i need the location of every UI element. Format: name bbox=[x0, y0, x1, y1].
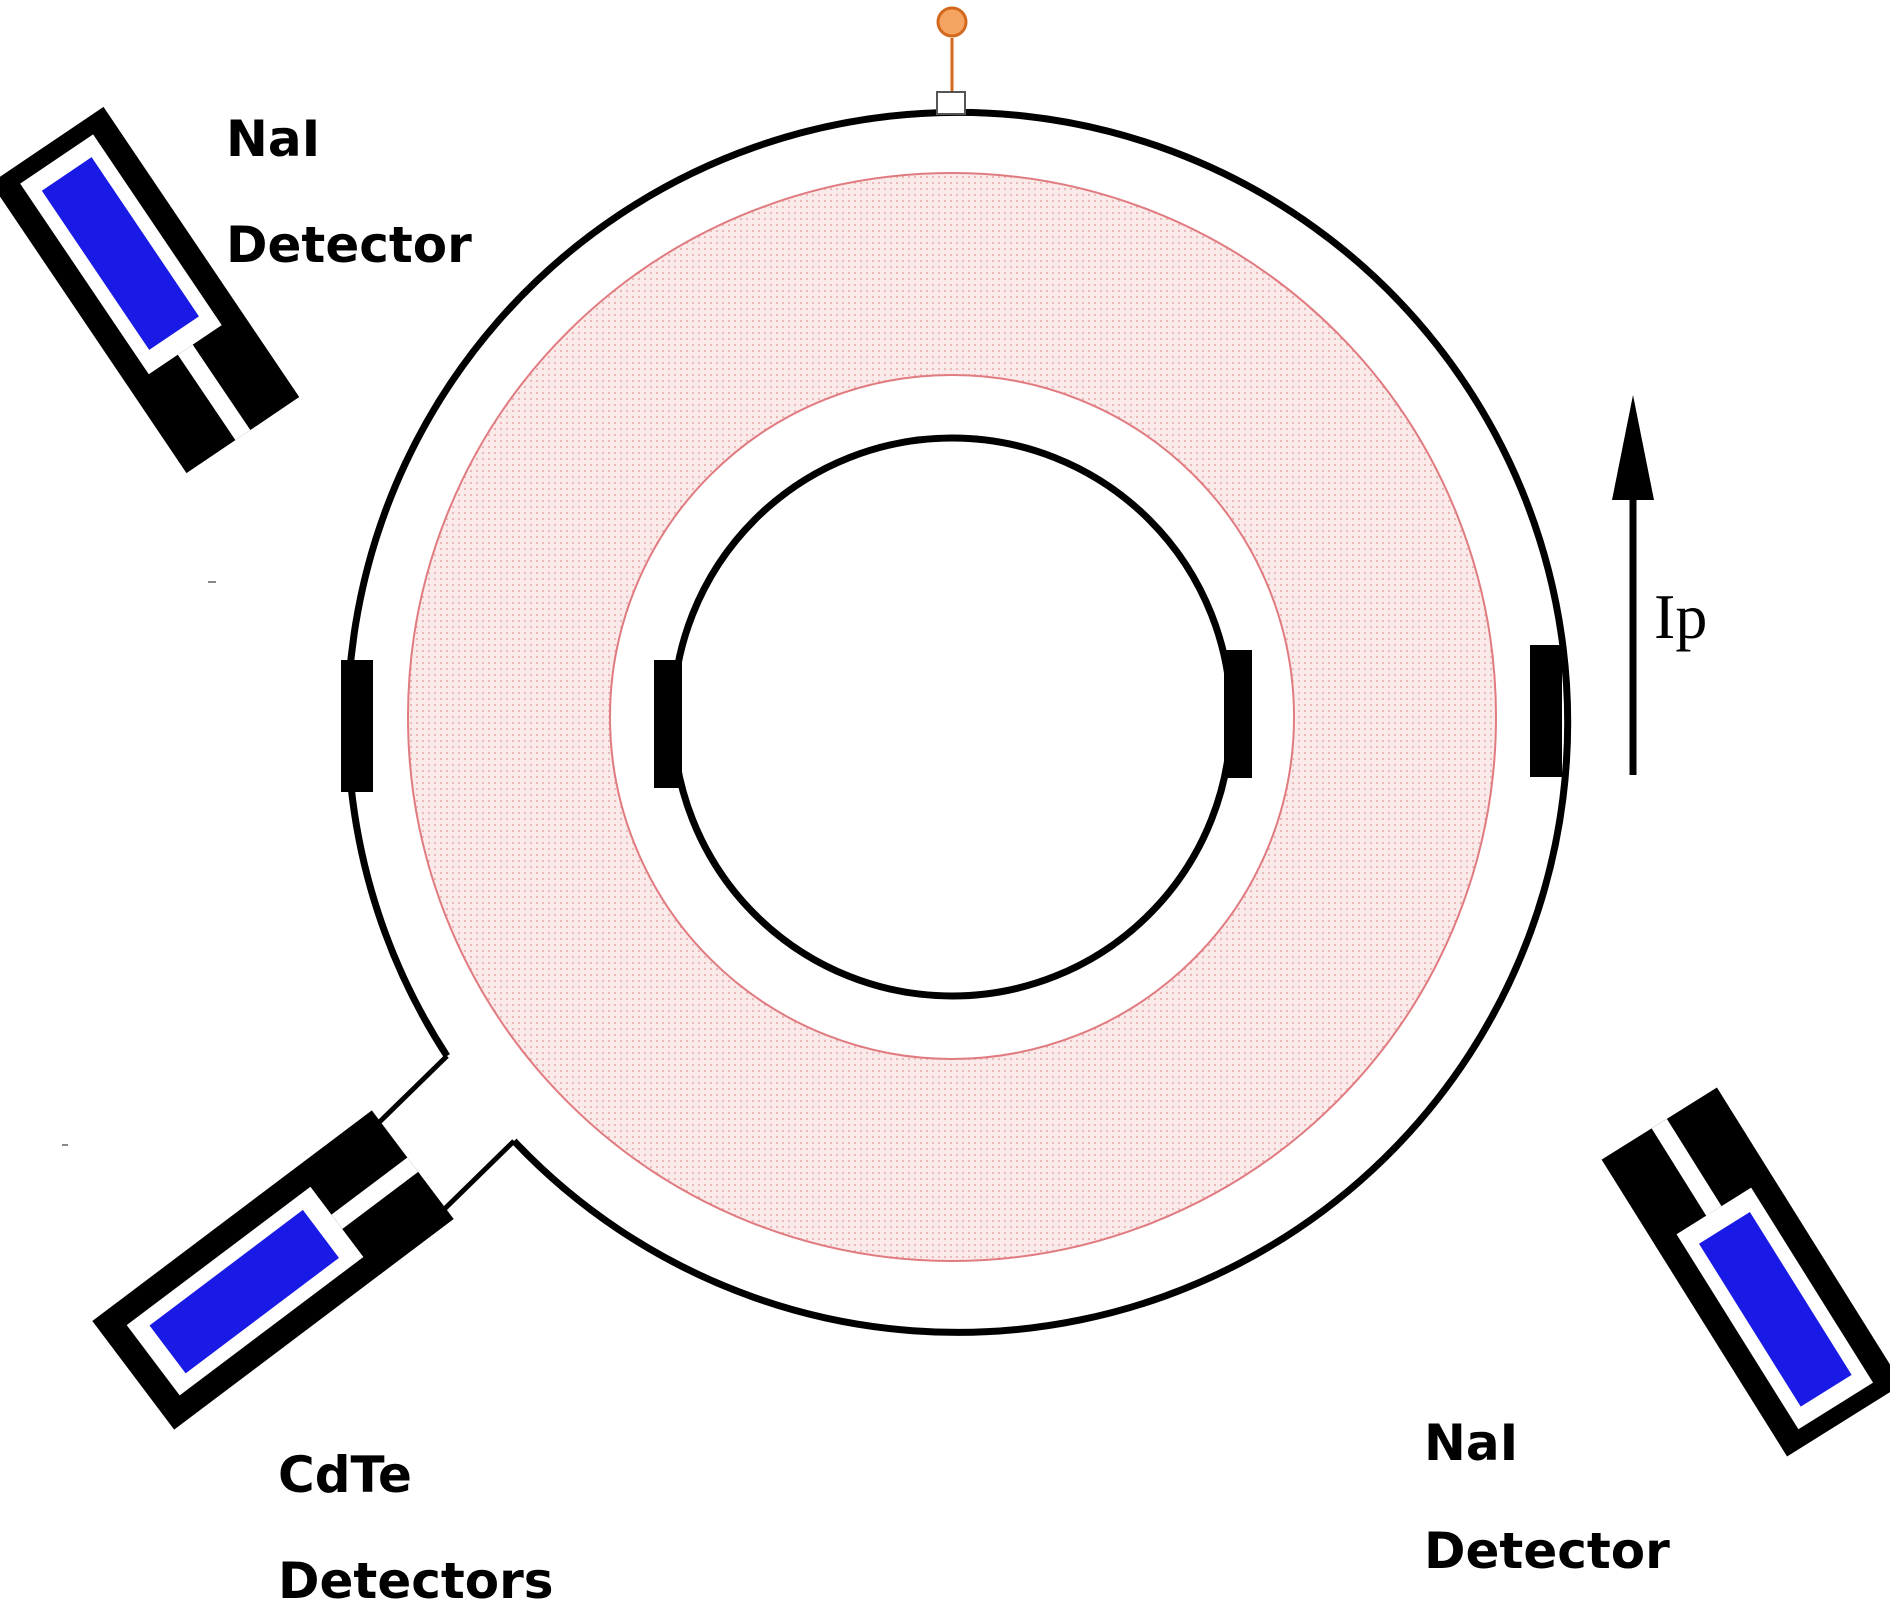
cdte-label-line1: CdTe bbox=[278, 1446, 412, 1504]
plasma-outer-edge bbox=[407, 172, 1497, 1262]
probe-head-icon bbox=[936, 6, 968, 38]
nai-bottom-right-label-line2: Detector bbox=[1424, 1522, 1670, 1580]
nai-detector-top-left bbox=[0, 106, 300, 474]
nai-detector-bottom-right bbox=[1601, 1087, 1890, 1457]
current-label: Ip bbox=[1654, 581, 1707, 652]
vacuum-vessel-inner-wall bbox=[669, 434, 1235, 1000]
nai-top-left-label-line2: Detector bbox=[226, 216, 472, 274]
limiter-inner-left bbox=[654, 660, 682, 788]
probe-port bbox=[936, 91, 966, 115]
vacuum-vessel-outer-wall bbox=[344, 108, 1572, 1336]
plasma-inner-edge bbox=[609, 374, 1295, 1060]
limiter-outer-right bbox=[1530, 645, 1562, 777]
cdte-label-line2: Detectors bbox=[278, 1552, 554, 1601]
plasma-region bbox=[408, 173, 1497, 1261]
cdte-detector bbox=[92, 1110, 454, 1430]
limiter-inner-right bbox=[1224, 650, 1252, 778]
nai-top-left-label-line1: NaI bbox=[226, 110, 320, 168]
nai-bottom-right-label-line1: NaI bbox=[1424, 1414, 1518, 1472]
limiter-outer-left bbox=[341, 660, 373, 792]
current-arrow-head-icon bbox=[1612, 395, 1654, 500]
